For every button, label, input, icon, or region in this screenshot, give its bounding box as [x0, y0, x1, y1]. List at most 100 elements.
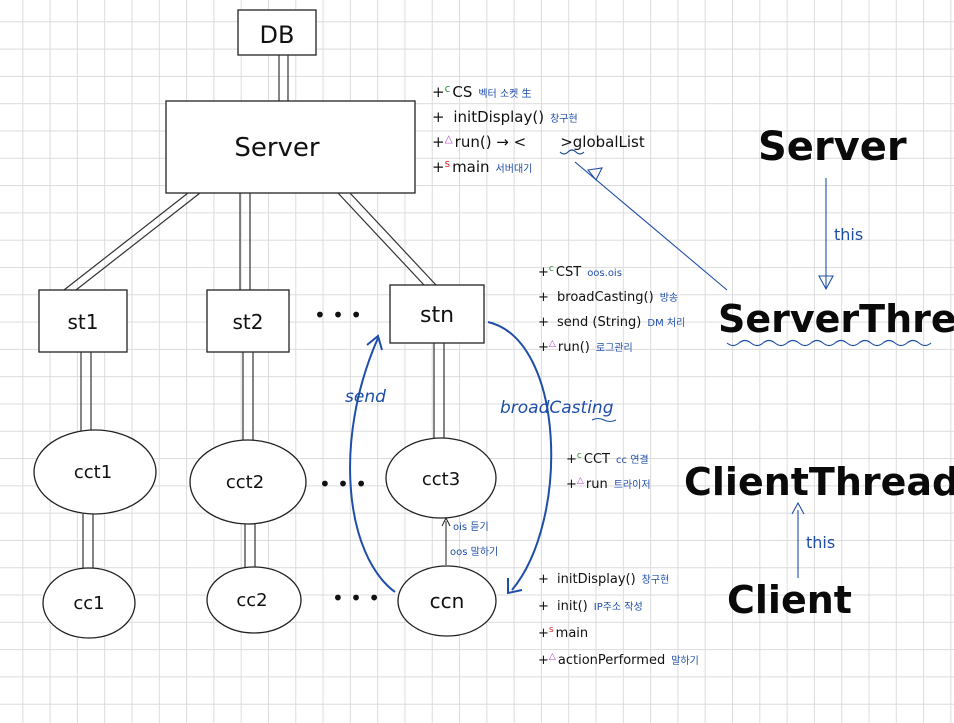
member-prefix: + [538, 653, 549, 668]
serverthread-members-item: +△run() 로그관리 [538, 339, 633, 355]
cc1-node [42, 567, 136, 639]
member-prefix: + [432, 108, 445, 126]
member-prefix: + [538, 315, 549, 330]
client-members-item: + initDisplay() 창구현 [538, 572, 669, 587]
member-prefix: + [538, 599, 549, 614]
serverthread-members-item: + broadCasting()방송 [538, 290, 678, 305]
serverthread-members-item: + send (String)DM 처리 [538, 315, 685, 330]
cc-ellipsis: • • • [332, 586, 380, 610]
member-name: CST [556, 265, 581, 280]
member-note: 로그관리 [596, 342, 633, 354]
generic-to-serverthread-line [574, 161, 728, 291]
cct1-node [33, 429, 157, 515]
member-prefix: + [538, 265, 549, 280]
server-node [165, 100, 416, 194]
member-note: 벡터 소켓 生 [478, 87, 531, 100]
member-name: initDisplay() [553, 572, 636, 587]
server-members-item: + initDisplay() 창구현 [432, 108, 578, 126]
member-prefix: + [538, 290, 549, 305]
client-this-arrowhead [791, 501, 805, 515]
cct3-label: cct3 [422, 469, 460, 490]
member-prefix: + [538, 572, 549, 587]
member-note: 서버대기 [496, 163, 533, 175]
member-prefix: + [538, 340, 549, 355]
cct3-node [385, 437, 497, 519]
member-note: cc 연결 [616, 454, 649, 466]
cc2-label: cc2 [236, 590, 267, 611]
server-label: Server [234, 133, 320, 163]
member-note: 창구현 [642, 574, 670, 586]
member-name: initDisplay() [449, 108, 545, 126]
cct2-label: cct2 [226, 472, 264, 493]
member-name: init() [553, 599, 588, 614]
broadcasting-label: broadCasting [500, 398, 614, 418]
stn-label: stn [420, 303, 454, 328]
oos-speak-note: oos 말하기 [450, 545, 498, 558]
this-label-top: this [834, 225, 863, 244]
send-label: send [345, 387, 386, 407]
member-modifier: △ [549, 339, 556, 349]
send-arrowhead [366, 334, 383, 351]
server-class-title: Server [758, 124, 907, 170]
clientthread-members-item: +△run 트라이저 [566, 476, 651, 492]
member-modifier: s [549, 625, 554, 635]
member-name: main [556, 626, 588, 641]
member-note: 창구현 [550, 113, 578, 125]
this-label-bottom: this [806, 533, 835, 552]
member-note: 트라이저 [614, 479, 651, 491]
ccn-label: ccn [430, 589, 465, 613]
db-node [237, 9, 317, 56]
st1-node [38, 289, 128, 353]
cct1-label: cct1 [74, 462, 112, 483]
member-prefix: + [538, 626, 549, 641]
ccn-node [397, 565, 497, 637]
ois-listen-note: ois 듣기 [453, 521, 489, 533]
db-label: DB [260, 21, 295, 49]
broadcasting-arrow [487, 321, 553, 591]
member-prefix: + [432, 83, 445, 101]
member-modifier: c [445, 83, 451, 95]
serverthread-class-title: ServerThread [718, 297, 954, 341]
member-name: CCT [584, 452, 610, 467]
member-modifier: △ [577, 476, 584, 486]
member-note: 말하기 [671, 654, 699, 667]
st1-label: st1 [68, 310, 99, 334]
member-name: CS [452, 83, 472, 101]
member-modifier: △ [549, 652, 556, 662]
clientthread-class-title: ClientThread [684, 460, 954, 504]
member-name: send (String) [553, 315, 641, 330]
cct2-node [189, 439, 307, 525]
cct-ellipsis: • • • [319, 472, 367, 496]
client-members-item: +△actionPerformed 말하기 [538, 652, 699, 668]
serverthread-underline [726, 339, 932, 347]
member-prefix: + [566, 477, 577, 492]
member-name: run [586, 477, 608, 492]
member-name: main [452, 158, 489, 176]
st2-label: st2 [233, 310, 264, 334]
client-class-title: Client [727, 578, 852, 622]
member-name: actionPerformed [558, 653, 665, 668]
member-name: run() → < [455, 133, 527, 151]
member-prefix: + [432, 133, 445, 151]
member-note: oos.ois [587, 268, 622, 279]
client-members-item: + init()IP주소 작성 [538, 599, 643, 614]
generic-triangle [586, 167, 603, 182]
cc2-node [206, 566, 302, 634]
member-modifier: c [577, 451, 582, 461]
member-name: run() [558, 340, 590, 355]
member-modifier: △ [445, 133, 454, 145]
server-members-item: +△run() → <>globalList [432, 133, 645, 151]
st2-node [206, 289, 290, 353]
st-ellipsis: • • • [314, 303, 362, 327]
stn-node [389, 284, 485, 344]
send-arrow [349, 337, 396, 593]
